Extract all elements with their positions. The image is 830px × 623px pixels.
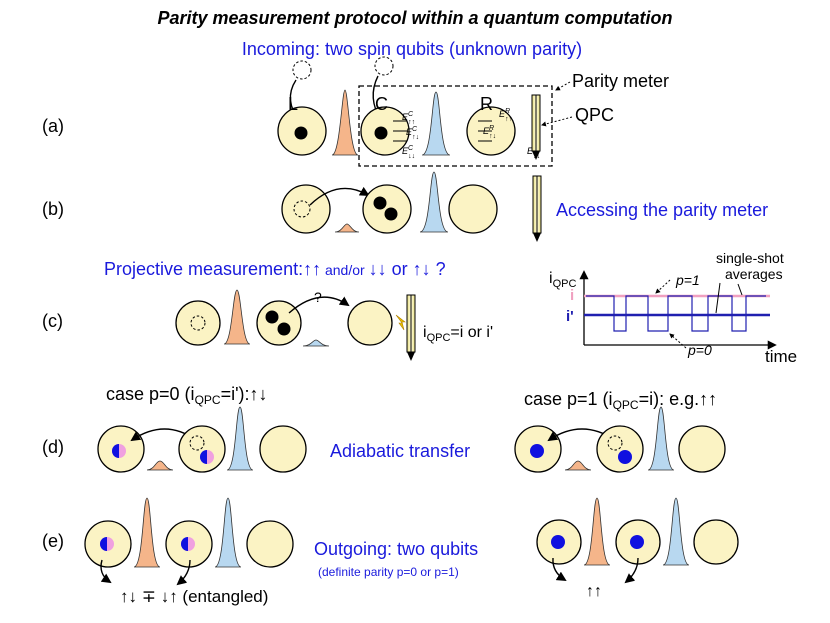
qpc-current-graph: iQPC time i i' p=1 p=0 single-shot avera… <box>549 250 797 366</box>
tunnel-barrier-peak <box>331 89 359 156</box>
parity-meter-label: Parity meter <box>572 71 669 91</box>
case-p0-label: case p=0 (iQPC=i'):↑↓ <box>106 384 268 407</box>
electron <box>374 126 388 140</box>
dot-label-l: L <box>288 94 298 114</box>
row-label-b: (b) <box>42 199 64 219</box>
tunnel-barrier-peak <box>223 289 251 345</box>
qpc-label: QPC <box>575 105 614 125</box>
dot-c <box>178 425 226 473</box>
dot-r <box>347 300 393 346</box>
averages-label-line1: single-shot <box>716 250 784 266</box>
tunnel-barrier-peak <box>133 497 161 568</box>
tunnel-barrier-peak <box>583 497 611 566</box>
electron <box>277 322 291 336</box>
averages-label-line2: averages <box>725 266 783 282</box>
tunnel-barrier-peak <box>662 497 690 566</box>
tunnel-barrier-small <box>334 223 360 233</box>
outgoing-label: Outgoing: two qubits <box>314 539 478 559</box>
electron <box>294 126 308 140</box>
incoming-qubit-l <box>292 60 312 80</box>
dot-l <box>175 300 221 346</box>
dot-r <box>259 425 307 473</box>
tunnel-barrier-small <box>564 460 592 471</box>
dot-label-r: R <box>480 94 493 114</box>
projective-label: Projective measurement:↑↑ and/or ↓↓ or ↑… <box>104 259 446 279</box>
spin-up <box>551 535 565 549</box>
outgoing-arrow <box>176 559 191 586</box>
incoming-label: Incoming: two spin qubits (unknown parit… <box>242 39 582 59</box>
tunnel-barrier-peak <box>226 406 254 471</box>
tunnel-barrier-peak <box>214 497 242 568</box>
row-label-e: (e) <box>42 531 64 551</box>
entangled-label: ↑↓ ∓ ↓↑ (entangled) <box>120 587 268 606</box>
dot-l <box>281 184 331 234</box>
energy-r-ud: ER↑↓ <box>483 125 496 140</box>
incoming-qubit-c <box>374 56 394 76</box>
dot-label-c: C <box>375 94 388 114</box>
row-label-c: (c) <box>42 311 63 331</box>
tunnel-barrier-small <box>146 460 174 471</box>
question-mark: ? <box>314 289 322 305</box>
tunnel-barrier-peak <box>647 406 675 471</box>
tunnel-barrier-peak <box>421 91 451 156</box>
spin-up <box>618 450 632 464</box>
energy-c-uu: EC↑↑ <box>402 111 415 126</box>
electron <box>384 207 398 221</box>
p0-label: p=0 <box>687 342 712 358</box>
y-axis-label: iQPC <box>549 270 576 290</box>
final-state-label: ↑↑ <box>586 583 602 600</box>
energy-r-uu: ER↑↑ <box>499 108 512 123</box>
row-label-a: (a) <box>42 116 64 136</box>
lightning-icon <box>395 314 406 331</box>
spin-up <box>630 535 644 549</box>
dot-r <box>693 519 739 565</box>
dot-r <box>678 425 726 473</box>
level-i-prime-label: i' <box>566 308 574 325</box>
dot-c <box>256 300 302 346</box>
page-title: Parity measurement protocol within a qua… <box>157 8 672 28</box>
adiabatic-label: Adiabatic transfer <box>330 441 470 461</box>
transfer-arrow <box>288 296 350 314</box>
empty-site <box>607 435 623 451</box>
dot-c <box>596 425 644 473</box>
spin-up <box>530 444 544 458</box>
accessing-label: Accessing the parity meter <box>556 200 768 220</box>
outgoing-arrow <box>624 557 639 584</box>
iqpc-equation: iQPC=i or i' <box>423 324 493 344</box>
case-p1-label: case p=1 (iQPC=i): e.g.↑↑ <box>524 389 717 412</box>
dot-r <box>246 520 294 568</box>
outgoing-arrow <box>100 559 112 584</box>
energy-c-dd: EC↓↓ <box>402 145 415 160</box>
single-shot-trace <box>586 295 766 332</box>
x-axis-label: time <box>765 347 797 366</box>
parity-meter-box <box>358 85 553 167</box>
level-i-label: i <box>570 287 574 304</box>
energy-c-ud: EC↑↓ <box>406 126 419 141</box>
transfer-arrow <box>309 186 370 206</box>
p1-label: p=1 <box>675 272 700 288</box>
tunnel-barrier-peak <box>419 171 449 233</box>
empty-site <box>190 315 206 331</box>
empty-site <box>189 435 205 451</box>
empty-site <box>293 200 311 218</box>
dot-r <box>448 184 498 234</box>
outgoing-sublabel: (definite parity p=0 or p=1) <box>318 565 459 579</box>
electron <box>265 310 279 324</box>
tunnel-barrier-small <box>302 339 330 347</box>
outgoing-arrow <box>552 557 567 582</box>
row-label-d: (d) <box>42 437 64 457</box>
electron <box>373 196 387 210</box>
